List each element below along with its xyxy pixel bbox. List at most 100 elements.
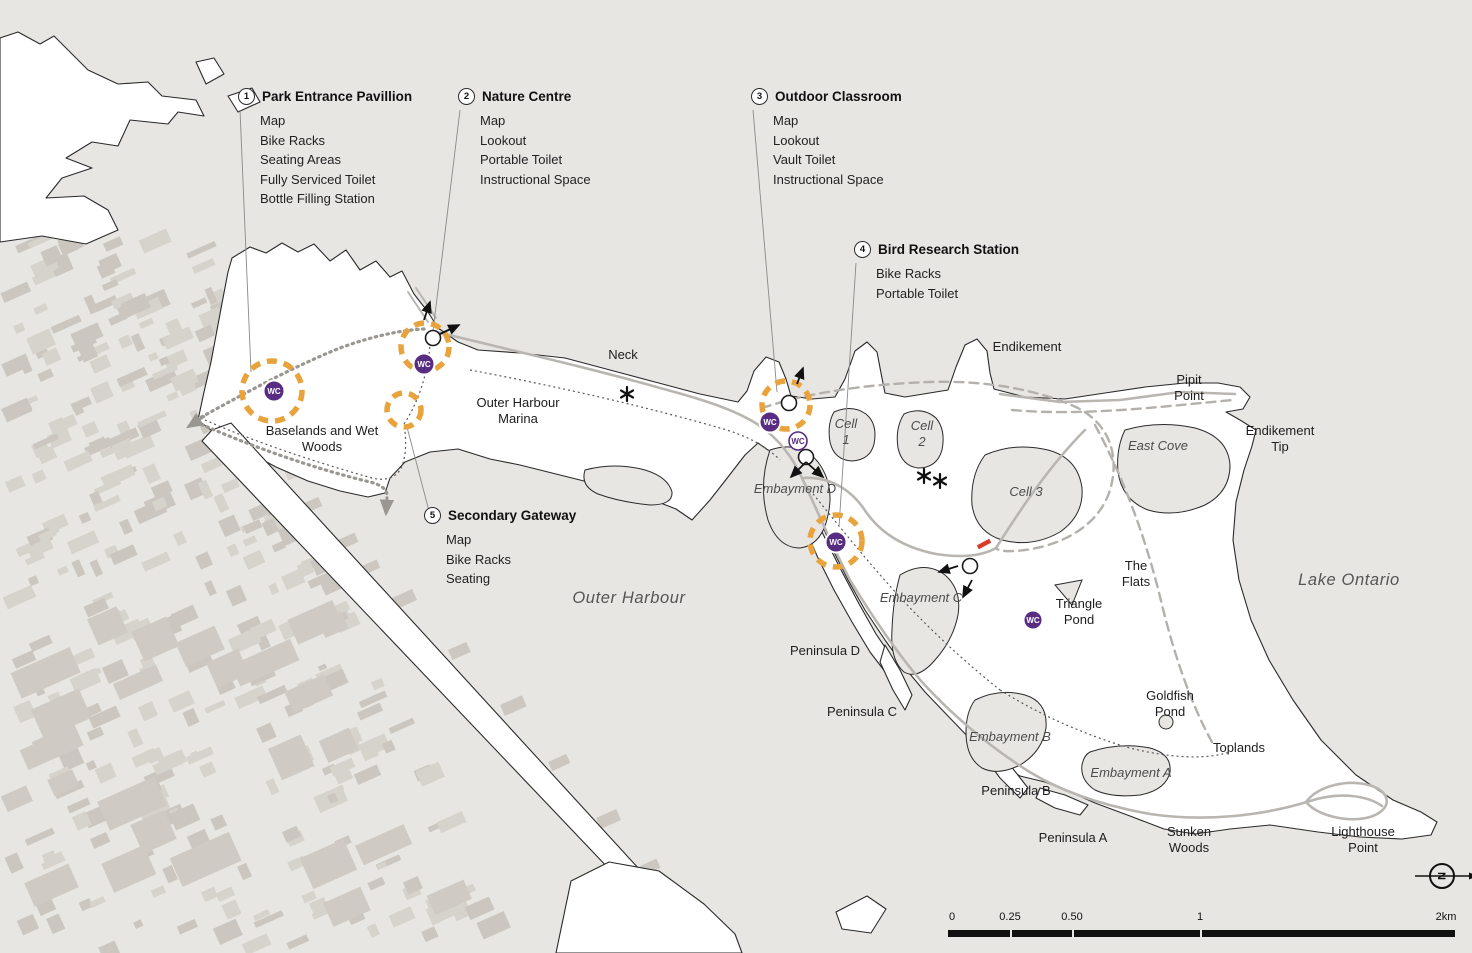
- callout-nature-centre: 2 Nature Centre Map Lookout Portable Toi…: [458, 88, 668, 189]
- map-label-lighthouse-point: Lighthouse Point: [1331, 824, 1395, 855]
- map-label-cell-2: Cell 2: [910, 418, 934, 449]
- scale-tick: 2km: [1435, 911, 1457, 923]
- water-bodies: [583, 408, 1231, 797]
- callout-number-icon: 3: [751, 88, 768, 105]
- trails-dotted: [204, 344, 1231, 758]
- trails-solid: [407, 287, 1389, 821]
- park-entrance-circle: [239, 358, 305, 424]
- scale-tick: 1: [1196, 911, 1204, 923]
- islands-land: [0, 31, 205, 245]
- trail-multiuse-dotted: [194, 327, 426, 500]
- callout-item: Bike Racks: [876, 266, 942, 281]
- scale-tick: 0: [948, 911, 956, 923]
- map-label-peninsula-b: Peninsula B: [981, 783, 1051, 799]
- callout-item: Bike Racks: [446, 551, 512, 567]
- embayment-a-water: [1081, 745, 1171, 797]
- scale-bar: 0 0.25 0.50 1 2km: [948, 911, 1460, 943]
- map-label-endikement: Endikement: [992, 339, 1062, 355]
- callout-item: Seating Areas: [260, 152, 341, 167]
- islands-land-2: [195, 57, 225, 85]
- svg-text:WC: WC: [1026, 616, 1040, 625]
- bird-research-circle: [807, 512, 865, 570]
- callout-item: Portable Toilet: [480, 152, 563, 167]
- peninsula-c-land: [879, 644, 913, 711]
- scale-bar-divider: [1010, 930, 1012, 937]
- callout-park-entrance-pavillion: 1 Park Entrance Pavillion Map Bike Racks…: [238, 88, 448, 209]
- map-label-cell-3: Cell 3: [1009, 484, 1043, 500]
- north-arrow: N: [1415, 863, 1472, 889]
- svg-text:WC: WC: [267, 387, 281, 396]
- trail-exit-arrows: [185, 413, 395, 517]
- wc-icon: WC: [758, 410, 782, 434]
- cell-3-pond: [971, 446, 1083, 544]
- map-label-embayment-b: Embayment B: [969, 729, 1051, 745]
- callout-title: Nature Centre: [482, 89, 572, 104]
- wc-icon-outline: WC: [788, 431, 808, 451]
- callout-number-icon: 2: [458, 88, 475, 105]
- portlands-land-2: [835, 895, 887, 934]
- landforms: [0, 31, 1438, 953]
- trail-nodes: [424, 329, 979, 575]
- map-label-the-flats: The Flats: [1121, 558, 1151, 589]
- callout-item: Map: [773, 113, 799, 128]
- portlands-land: [555, 861, 743, 953]
- callout-title: Secondary Gateway: [448, 508, 577, 523]
- callout-item: Lookout: [480, 132, 527, 148]
- barrier-marker: [976, 538, 992, 550]
- callout-number-icon: 4: [854, 241, 871, 258]
- map-label-pipit-point: Pipit Point: [1174, 372, 1204, 403]
- wc-badges: WC WC WC WC WC WC: [262, 352, 1044, 631]
- callout-item: Map: [480, 113, 506, 128]
- map-label-embayment-a: Embayment A: [1090, 765, 1172, 781]
- svg-text:WC: WC: [417, 360, 431, 369]
- map-label-baselands: Baselands and Wet Woods: [265, 423, 379, 454]
- scale-bar-divider: [1072, 930, 1074, 937]
- map-label-east-cove: East Cove: [1128, 438, 1188, 454]
- map-label-peninsula-a: Peninsula A: [1038, 830, 1108, 846]
- map-label-neck: Neck: [608, 347, 638, 363]
- wc-icon: WC: [262, 379, 286, 403]
- scale-tick: 0.50: [1061, 911, 1083, 923]
- svg-text:WC: WC: [763, 418, 777, 427]
- map-label-cell-1: Cell 1: [834, 416, 858, 447]
- map-label-toplands: Toplands: [1212, 740, 1266, 756]
- lookout-icon: [932, 472, 948, 490]
- callout-number-icon: 5: [424, 507, 441, 524]
- callout-item: Lookout: [773, 132, 820, 148]
- lookout-markers: [619, 385, 948, 490]
- svg-text:WC: WC: [791, 437, 805, 446]
- callout-item: Portable Toilet: [876, 285, 959, 301]
- callout-item: Instructional Space: [773, 171, 884, 187]
- embayment-c-water: [891, 567, 960, 675]
- wc-icon: WC: [412, 352, 436, 376]
- callout-leader-lines: [239, 109, 857, 528]
- callout-outdoor-classroom: 3 Outdoor Classroom Map Lookout Vault To…: [751, 88, 961, 189]
- direction-arrows: [421, 300, 973, 599]
- breakwater-land: [201, 422, 713, 953]
- map-label-outer-harbour: Outer Harbour: [572, 588, 686, 607]
- secondary-gateway-circle: [384, 390, 424, 430]
- cell-1-pond: [828, 408, 876, 462]
- callout-item: Instructional Space: [480, 171, 591, 187]
- map-label-outer-harbour-marina: Outer Harbour Marina: [476, 395, 560, 426]
- map-label-lake-ontario: Lake Ontario: [1298, 570, 1400, 589]
- map-label-peninsula-c: Peninsula C: [826, 704, 898, 720]
- callout-item: Vault Toilet: [773, 152, 836, 167]
- map-label-endikement-tip: Endikement Tip: [1245, 423, 1315, 454]
- callout-item: Bike Racks: [260, 132, 326, 148]
- lookout-icon: [619, 385, 635, 403]
- map-label-embayment-c: Embayment C: [879, 590, 963, 606]
- map-label-embayment-d: Embayment D: [753, 481, 837, 497]
- callout-item: Map: [446, 532, 472, 547]
- map-label-peninsula-d: Peninsula D: [789, 643, 861, 659]
- triangle-pond-water: [1054, 579, 1083, 606]
- scale-bar-divider: [1200, 930, 1202, 937]
- marina-inlet-water: [583, 465, 673, 506]
- facility-circles: [239, 320, 865, 570]
- map-label-goldfish-pond: Goldfish Pond: [1146, 688, 1194, 719]
- svg-text:WC: WC: [829, 538, 843, 547]
- wc-icon: WC: [824, 530, 848, 554]
